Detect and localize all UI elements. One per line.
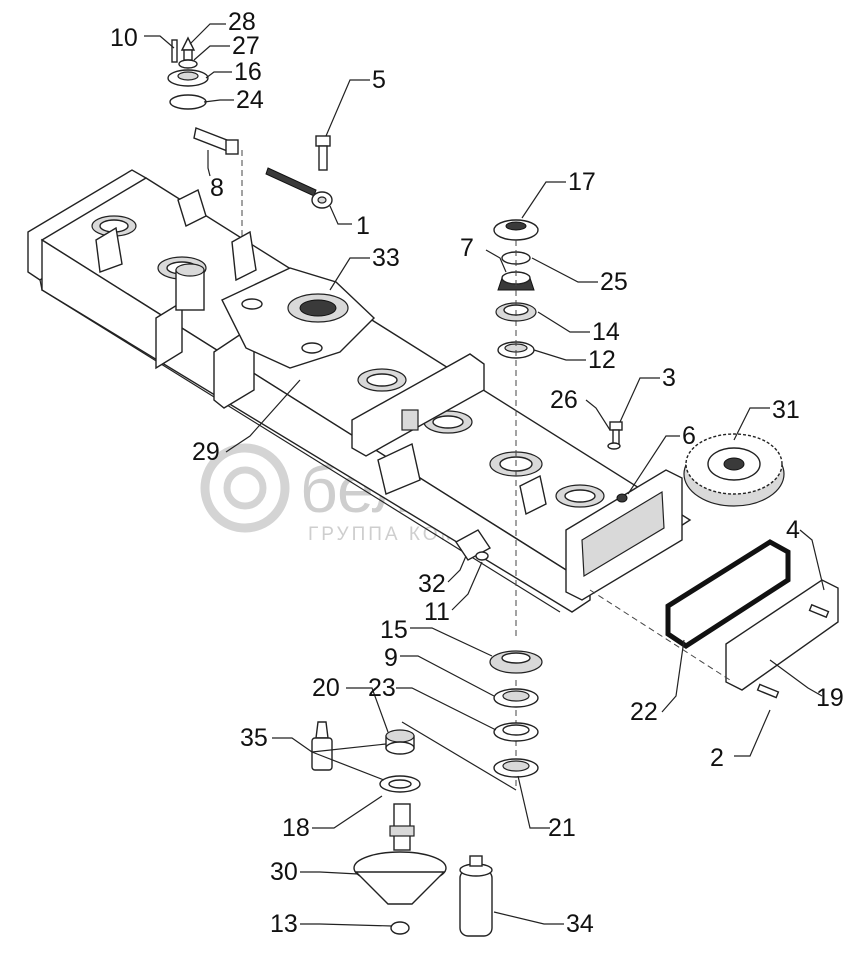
callout-12: 12: [588, 346, 616, 374]
callout-32: 32: [418, 570, 446, 598]
spray-can-34: [459, 855, 493, 937]
callout-2: 2: [710, 744, 724, 772]
callout-23: 23: [368, 674, 396, 702]
callout-24: 24: [236, 86, 264, 114]
callout-27: 27: [232, 32, 260, 60]
callout-17: 17: [568, 168, 596, 196]
callout-29: 29: [192, 438, 220, 466]
leader-lines: [144, 23, 825, 927]
callout-3: 3: [662, 364, 676, 392]
callout-31: 31: [772, 396, 800, 424]
callout-30: 30: [270, 858, 298, 886]
block-32-11: [454, 529, 492, 561]
callout-5: 5: [372, 66, 386, 94]
bolt-5: [315, 135, 331, 171]
callout-21: 21: [548, 814, 576, 842]
callout-16: 16: [234, 58, 262, 86]
callout-26: 26: [550, 386, 578, 414]
cover-19: [725, 579, 839, 699]
callout-33: 33: [372, 244, 400, 272]
sealant-tube-35: [311, 721, 333, 771]
bolt-3-group: [607, 421, 628, 503]
callout-13: 13: [270, 910, 298, 938]
callout-35: 35: [240, 724, 268, 752]
gasket-22: [665, 539, 791, 649]
lower-bearing-stack: [489, 650, 543, 778]
callout-8: 8: [210, 174, 224, 202]
mounting-plate: [221, 267, 376, 369]
callout-28: 28: [228, 8, 256, 36]
callout-25: 25: [600, 268, 628, 296]
callout-6: 6: [682, 422, 696, 450]
cover-axis: [589, 589, 731, 681]
callout-labels: 10 28 27 16 24 5 8 1 33 17 7 25 14 12 3 …: [110, 8, 844, 938]
gear-31: [683, 433, 785, 507]
pin-8: [193, 127, 239, 155]
callout-22: 22: [630, 698, 658, 726]
callout-7: 7: [460, 234, 474, 262]
top-fastener-stack: [167, 36, 209, 110]
callout-15: 15: [380, 616, 408, 644]
callout-9: 9: [384, 644, 398, 672]
callout-11: 11: [424, 598, 450, 626]
callout-4: 4: [786, 516, 800, 544]
callout-34: 34: [566, 910, 594, 938]
washer-18: [379, 775, 421, 793]
shaft-30: [353, 803, 447, 935]
callout-19: 19: [816, 684, 844, 712]
sleeve-20: [385, 729, 415, 755]
eye-bolt-1: [265, 167, 333, 209]
callout-20: 20: [312, 674, 340, 702]
callout-1: 1: [356, 212, 370, 240]
callout-14: 14: [592, 318, 620, 346]
callout-18: 18: [282, 814, 310, 842]
beam-housing: [27, 169, 692, 613]
callout-10: 10: [110, 24, 138, 52]
